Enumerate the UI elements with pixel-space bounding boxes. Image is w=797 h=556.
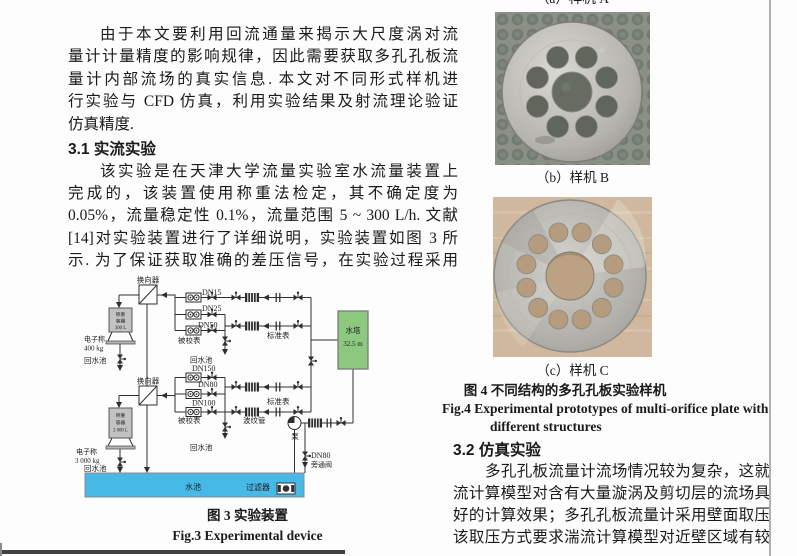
bypass-valve-label: 旁通阀: [311, 460, 332, 469]
dn15-label: DN15: [202, 288, 222, 297]
flange-icons: [275, 292, 332, 429]
scan-artifact-left-edge: [0, 543, 2, 556]
diverter-icon-bottom: [138, 385, 158, 406]
bypass-dn80-label: DN80: [311, 451, 331, 460]
filter-icon: [276, 482, 296, 495]
text-line: 行实验与 CFD 仿真，利用实验结果及射流理论验证: [68, 93, 458, 111]
coil-icons: [244, 292, 323, 428]
text-line: 量计内部流场的真实信息. 本文对不同形式样机进: [68, 70, 458, 88]
scan-artifact-bottom-bar: [0, 550, 345, 554]
water-tower-label: 水塔: [346, 325, 361, 335]
fig4-caption-zh: 图 4 不同结构的多孔孔板实验样机: [463, 382, 667, 398]
text-line: 0.05%，流量稳定性 0.1%，流量范围 5 ~ 300 L/h. 文献: [68, 207, 458, 225]
figure3-diagram: 水塔 32.5 m 称重 容器 300 L 称重 容器 2 000 L: [75, 275, 369, 498]
scale-small-label: 电子称: [84, 335, 105, 344]
fig4-caption-en-line1: Fig.4 Experimental prototypes of multi-o…: [442, 401, 769, 416]
filter-label: 过滤器: [246, 482, 270, 492]
text-line: 多孔孔板流量计流场情况较为复杂，这就要求湍: [485, 463, 770, 480]
standard-meter-label-bottom: 标准表: [267, 396, 290, 406]
weigh-large-l2: 容器: [116, 419, 126, 426]
return-pool-label-3: 回水池: [84, 355, 107, 365]
photo-c-caption: （c）样机 C: [536, 363, 609, 378]
pump-label: 泵: [291, 432, 299, 441]
standard-meter-label-top: 标准表: [267, 330, 290, 340]
text-line: 好的计算效果；多孔孔板流量计采用壁面取压方式，: [453, 507, 770, 525]
water-tower: 水塔 32.5 m: [337, 310, 369, 370]
diverter-icon-top: [138, 284, 158, 305]
text-line: 该取压方式要求湍流计算模型对近壁区域有较好的: [453, 529, 770, 547]
section-heading-3-2: 3.2 仿真实验: [453, 442, 541, 459]
weigh-small-l1: 称重: [116, 311, 126, 318]
weigh-large-l3: 2 000 L: [113, 429, 128, 434]
dn80-label: DN80: [198, 380, 218, 389]
photo-prototype-c: [493, 197, 652, 357]
text-line: 完成的，该装置使用称重法检定，其不确定度为: [68, 184, 458, 202]
simulation-paragraph: 多孔孔板流量计流场情况较为复杂，这就要求湍流计算模型对含有大量漩涡及剪切层的流场…: [453, 461, 770, 549]
fig3-caption-en: Fig.3 Experimental device: [172, 528, 323, 543]
diverter-label-bottom: 换向器: [137, 376, 160, 386]
photo-b-caption: （b）样机 B: [535, 170, 610, 185]
text-line: 示. 为了保证获取准确的差压信号，在实验过程采用: [68, 252, 458, 270]
plate-c-holes: [516, 222, 624, 330]
intro-paragraph: 由于本文要利用回流通量来揭示大尺度涡对流量计计量精度的影响规律，因此需要获取多孔…: [68, 24, 458, 136]
return-pool-label-2: 回水池: [190, 442, 213, 452]
text-line: 流计算模型对含有大量漩涡及剪切层的流场具有较: [453, 485, 770, 503]
fig4-caption-en: Fig.4 Experimental prototypes of multi-o…: [442, 400, 782, 435]
weigh-small-l2: 容器: [116, 318, 126, 325]
plate-b-holes: [526, 46, 618, 138]
text-line: 该实验是在天津大学流量实验室水流量装置上: [100, 162, 458, 180]
pump-icon: [287, 416, 302, 430]
pool-label: 水池: [185, 482, 201, 492]
text-line: 由于本文要利用回流通量来揭示大尺度涡对流: [100, 26, 458, 43]
text-line: 仿真精度.: [68, 115, 134, 133]
fig3-caption-zh: 图 3 实验装置: [207, 508, 288, 523]
scale-large-capacity: 3 000 kg: [75, 457, 100, 465]
scale-large-label: 电子称: [76, 447, 97, 456]
experiment-paragraph: 该实验是在天津大学流量实验室水流量装置上完成的，该装置使用称重法检定，其不确定度…: [68, 161, 458, 273]
scale-small-capacity: 400 kg: [84, 345, 104, 353]
fig4-caption-en-line2: different structures: [490, 418, 602, 434]
photo-a-caption: （a）样机 A: [495, 0, 650, 8]
water-pool: [84, 472, 305, 498]
weigh-small-l3: 300 L: [115, 326, 126, 331]
bellows-label: 波纹管: [243, 415, 266, 425]
text-line: [14]对实验装置进行了详细说明，实验装置如图 3 所: [68, 229, 458, 247]
return-pool-label-1: 回水池: [190, 355, 213, 365]
dn25-label: DN25: [202, 304, 222, 313]
dn150-label: DN150: [192, 364, 216, 373]
weigh-container-large: 称重 容器 2 000 L: [105, 407, 136, 450]
diverter-label-top: 换向器: [137, 275, 160, 285]
return-pool-label-4: 回水池: [84, 463, 107, 473]
water-tower-height: 32.5 m: [343, 340, 363, 348]
text-line: 量计计量精度的影响规律，因此需要获取多孔孔板流: [68, 48, 458, 66]
section-heading-3-1: 3.1 实流实验: [68, 141, 156, 158]
center-hole: [551, 71, 593, 113]
weigh-large-l1: 称重: [116, 412, 126, 419]
photo-prototype-b: [495, 12, 650, 165]
meter-under-test-label-top: 被校表: [178, 335, 201, 345]
meter-under-test-label-bottom: 被校表: [178, 415, 201, 425]
weigh-container-small: 称重 容器 300 L: [105, 307, 136, 345]
page-edge-line: [769, 0, 771, 556]
dn50-label: DN50: [198, 321, 218, 330]
dn100-label: DN100: [192, 399, 216, 408]
